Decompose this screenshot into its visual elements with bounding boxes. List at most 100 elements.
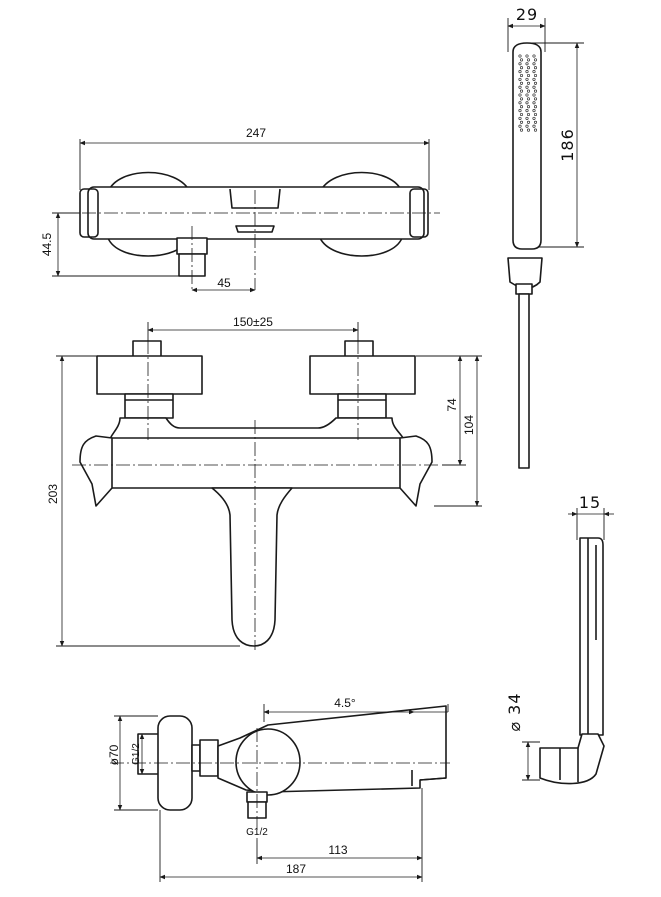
- nozzle-dot: [533, 81, 538, 85]
- nozzle-dot: [518, 101, 522, 105]
- nozzle-dot: [525, 101, 529, 105]
- handshower-head: [512, 42, 542, 250]
- nozzle-dot: [525, 54, 529, 58]
- nozzle-dot: [533, 120, 538, 124]
- dim-angle: 4.5°: [334, 696, 356, 710]
- nozzle-dot: [519, 58, 524, 62]
- nozzle-dot: [518, 116, 522, 120]
- nozzle-dot: [519, 120, 524, 124]
- right-end-cap: [399, 435, 433, 507]
- side-view: G1/2 4.5° ø70 G1/2 113 187: [107, 696, 450, 882]
- nozzle-dot: [532, 70, 536, 74]
- left-wall-flange: [96, 355, 203, 395]
- nozzle-dot: [532, 85, 536, 89]
- right-inlet-stub: [344, 340, 374, 358]
- nozzle-dot: [532, 77, 536, 81]
- nozzle-dot: [533, 73, 538, 78]
- nozzle-dot: [519, 66, 524, 70]
- nozzle-dot: [525, 109, 529, 113]
- handshower-view: 29 186: [507, 5, 584, 469]
- nozzle-dot: [533, 105, 538, 109]
- nozzle-dot: [519, 112, 524, 117]
- dim-inlet-spacing: 150±25: [233, 315, 273, 329]
- front-lever-handle: [211, 487, 293, 647]
- dim-holder-diameter: ⌀ 34: [505, 692, 524, 731]
- nozzle-dot: [518, 62, 522, 66]
- dim-handshower-length: 186: [558, 128, 577, 162]
- front-mixer-body: [109, 437, 403, 489]
- nozzle-dot: [533, 89, 538, 93]
- nozzle-dot: [519, 89, 524, 93]
- nozzle-dot: [518, 70, 522, 74]
- dim-handle-width: 15: [579, 493, 601, 512]
- nozzle-dot: [519, 97, 524, 101]
- nozzle-dot: [526, 89, 531, 93]
- side-nut-b: [199, 739, 219, 777]
- nozzle-dot: [533, 128, 538, 132]
- front-body-neck: [109, 417, 405, 441]
- nozzle-dot: [533, 97, 538, 101]
- nozzle-dot: [532, 93, 536, 97]
- handshower-nozzles: [518, 54, 538, 132]
- nozzle-dot: [518, 93, 522, 97]
- side-lever-hub: [235, 728, 301, 796]
- nozzle-dot: [532, 62, 536, 66]
- nozzle-dot: [533, 66, 538, 70]
- nozzle-dot: [519, 81, 524, 85]
- nozzle-dot: [525, 124, 529, 128]
- holder-rail: [579, 537, 604, 736]
- hose-cone: [515, 283, 533, 295]
- nozzle-dot: [525, 93, 529, 97]
- shower-hose: [518, 293, 530, 469]
- nozzle-dot: [518, 54, 522, 58]
- left-end-cap: [79, 435, 113, 507]
- dim-spout-projection: 113: [328, 843, 347, 857]
- nozzle-dot: [532, 101, 536, 105]
- nozzle-dot: [532, 109, 536, 113]
- nozzle-dot: [519, 128, 524, 132]
- label-inlet-thread: G1/2: [131, 743, 142, 765]
- nozzle-dot: [526, 73, 531, 78]
- dim-outlet-offset: 45: [217, 276, 231, 290]
- nozzle-dot: [532, 116, 536, 120]
- nozzle-dot: [532, 54, 536, 58]
- nozzle-dot: [518, 109, 522, 113]
- nozzle-dot: [526, 128, 531, 132]
- nozzle-dot: [525, 85, 529, 89]
- nozzle-dot: [526, 66, 531, 70]
- nozzle-dot: [525, 77, 529, 81]
- nozzle-dot: [526, 58, 531, 62]
- label-outlet-thread: G1/2: [246, 827, 268, 838]
- nozzle-dot: [519, 73, 524, 78]
- nozzle-dot: [525, 70, 529, 74]
- dim-total-height: 203: [46, 484, 60, 504]
- nozzle-dot: [518, 77, 522, 81]
- holder-side-view: 15 ⌀ 34: [505, 493, 614, 785]
- nozzle-dot: [533, 112, 538, 117]
- nozzle-dot: [532, 124, 536, 128]
- right-eccentric: [337, 393, 387, 419]
- right-wall-flange: [309, 355, 416, 395]
- nozzle-dot: [518, 85, 522, 89]
- nozzle-dot: [526, 97, 531, 101]
- nozzle-dot: [525, 62, 529, 66]
- dim-flange-diameter: ø70: [107, 744, 121, 765]
- front-view: 150±25 203 74 104: [46, 315, 482, 650]
- dim-body-width: 247: [246, 126, 266, 140]
- nozzle-dot: [526, 81, 531, 85]
- left-inlet-stub: [132, 340, 162, 358]
- nozzle-dot: [518, 124, 522, 128]
- holder-bracket: [539, 733, 605, 785]
- nozzle-dot: [533, 58, 538, 62]
- dim-height-offset: 44.5: [40, 232, 54, 256]
- nozzle-dot: [519, 105, 524, 109]
- nozzle-dot: [526, 112, 531, 117]
- nozzle-dot: [526, 105, 531, 109]
- dim-height-104: 104: [462, 415, 476, 435]
- top-view: 247 44.5 45: [40, 126, 440, 293]
- nozzle-dot: [525, 116, 529, 120]
- left-eccentric: [124, 393, 174, 419]
- side-nut-a: [191, 744, 201, 772]
- dim-height-74: 74: [445, 398, 459, 412]
